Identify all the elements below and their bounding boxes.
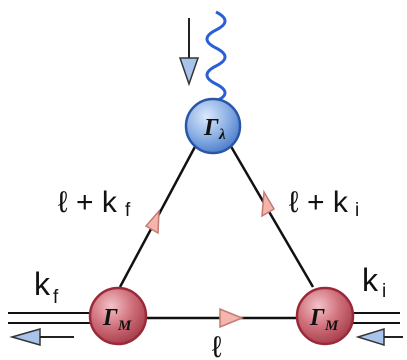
vertex-left-symbol: Γ xyxy=(102,305,118,331)
right-propagator-arrow xyxy=(261,189,276,218)
incoming-photon-arrowhead xyxy=(178,57,200,87)
vertex-gamma-lambda: Γ λ xyxy=(184,97,242,155)
bottom-propagator-arrow xyxy=(219,307,244,329)
vertex-left-subscript: M xyxy=(117,318,132,334)
vertex-top-symbol: Γ xyxy=(203,115,219,141)
vertex-top-subscript: λ xyxy=(218,127,226,143)
left-edge-label: ℓ + k xyxy=(58,186,118,219)
vertex-right-subscript: M xyxy=(324,318,339,334)
right-edge-label-sub: i xyxy=(355,200,359,221)
bottom-edge-label: ℓ xyxy=(212,331,222,360)
right-external-momentum: k xyxy=(362,262,379,298)
right-external-momentum-sub: i xyxy=(382,281,386,302)
photon-line xyxy=(205,10,227,103)
left-external-arrow xyxy=(9,328,41,346)
vertex-gamma-m-right: Γ M xyxy=(295,286,355,346)
left-external-momentum-sub: f xyxy=(53,287,59,308)
vertex-right-symbol: Γ xyxy=(309,305,325,331)
left-propagator-arrow xyxy=(144,208,160,235)
right-external-arrow xyxy=(355,327,385,347)
right-edge-label: ℓ + k xyxy=(289,186,349,219)
left-external-momentum: k xyxy=(34,266,51,302)
right-propagator xyxy=(227,142,315,288)
vertex-gamma-m-left: Γ M xyxy=(88,286,148,346)
left-edge-label-sub: f xyxy=(125,200,131,221)
